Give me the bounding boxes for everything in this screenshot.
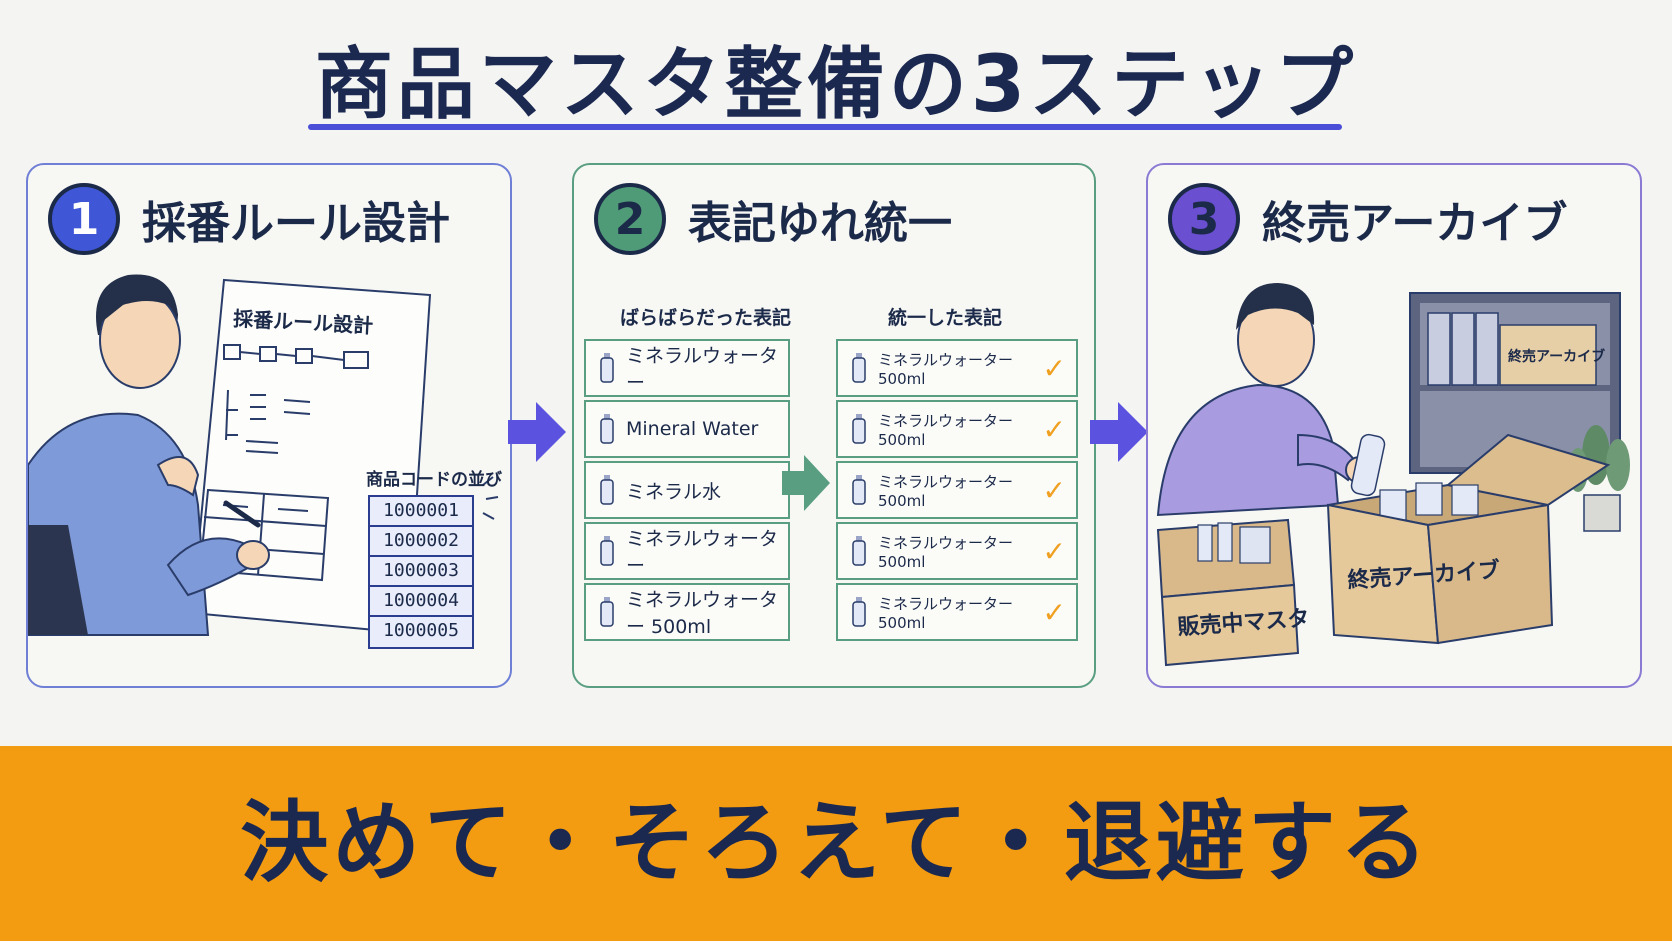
before-label: ばらばらだった表記 <box>620 307 792 329</box>
bottle-icon <box>600 475 614 505</box>
step-1-header: 1 採番ルール設計 <box>48 183 450 255</box>
check-icon: ✓ <box>1042 351 1066 385</box>
bottle-icon <box>600 414 614 444</box>
list-item: ミネラルウォーター <box>584 339 790 397</box>
bottle-icon <box>600 597 614 627</box>
code-item: 1000002 <box>370 527 472 557</box>
tagline: 決めて・そろえて・退避する <box>240 791 1432 894</box>
tagline-band: 決めて・そろえて・退避する <box>0 746 1672 941</box>
person-icon <box>28 274 270 636</box>
step-2-title: 表記ゆれ統一 <box>688 198 952 249</box>
step-1-number-badge: 1 <box>48 183 120 255</box>
step-3-title: 終売アーカイブ <box>1262 198 1568 249</box>
page-title: 商品マスタ整備の3ステップ <box>314 40 1358 130</box>
archive-box-icon: 終売アーカイブ <box>1326 433 1611 645</box>
list-item: ミネラルウォーター 500ml ✓ <box>836 461 1078 519</box>
sparkle-icon <box>482 476 499 520</box>
list-item: ミネラルウォーター 500ml ✓ <box>836 339 1078 397</box>
check-icon: ✓ <box>1042 534 1066 568</box>
after-item-text: ミネラルウォーター 500ml <box>878 533 1014 571</box>
step-3-header: 3 終売アーカイブ <box>1168 183 1567 255</box>
before-item-text: Mineral Water <box>626 418 759 440</box>
step-2-number-badge: 2 <box>594 183 666 255</box>
arrow-right-icon <box>1090 402 1148 462</box>
step-1-panel: 1 採番ルール設計 採番ルール設計 <box>26 163 512 688</box>
step-2-header: 2 表記ゆれ統一 <box>594 183 952 255</box>
after-item-text: ミネラルウォーター 500ml <box>878 594 1014 632</box>
list-item: ミネラルウォーター <box>584 522 790 580</box>
arrow-right-icon <box>508 402 566 462</box>
after-item-text: ミネラルウォーター 500ml <box>878 472 1014 510</box>
code-item: 1000001 <box>370 497 472 527</box>
step-1-title: 採番ルール設計 <box>142 198 450 249</box>
after-list: ミネラルウォーター 500ml ✓ ミネラルウォーター 500ml ✓ ミネラル… <box>836 339 1078 644</box>
active-master-box-icon: 販売中マスタ <box>1156 518 1310 667</box>
step-3-panel: 3 終売アーカイブ 終売アーカイブ <box>1146 163 1642 688</box>
bottle-icon <box>852 536 866 566</box>
step-3-illustration: 終売アーカイブ 販売中マスタ <box>1156 283 1630 667</box>
code-item: 1000005 <box>383 620 459 641</box>
after-label: 統一した表記 <box>888 307 1003 329</box>
list-item: ミネラルウォーター 500ml <box>584 583 790 641</box>
before-list: ミネラルウォーター Mineral Water ミネラル水 ミネラルウォーター … <box>584 339 790 644</box>
before-item-text: ミネラルウォーター <box>626 528 779 577</box>
step-3-number-badge: 3 <box>1168 183 1240 255</box>
bottle-icon <box>852 475 866 505</box>
list-item: ミネラルウォーター 500ml ✓ <box>836 583 1078 641</box>
code-item: 1000004 <box>370 587 472 617</box>
bottle-icon <box>600 536 614 566</box>
check-icon: ✓ <box>1042 473 1066 507</box>
list-item: ミネラル水 <box>584 461 790 519</box>
bottle-icon <box>852 597 866 627</box>
list-item: Mineral Water <box>584 400 790 458</box>
person-icon <box>1156 283 1386 517</box>
arrow-right-icon <box>782 455 830 511</box>
list-item: ミネラルウォーター 500ml ✓ <box>836 522 1078 580</box>
code-sequence-label: 商品コードの並び <box>366 470 502 490</box>
shelf-box-label: 終売アーカイブ <box>1508 348 1605 365</box>
check-icon: ✓ <box>1042 412 1066 446</box>
before-item-text: ミネラルウォーター <box>626 345 779 394</box>
list-item: ミネラルウォーター 500ml ✓ <box>836 400 1078 458</box>
step-2-panel: 2 表記ゆれ統一 ばらばらだった表記 統一した表記 ミネラルウォーター Mine… <box>572 163 1096 688</box>
title-underline <box>308 124 1342 130</box>
code-sequence-list: 1000001 1000002 1000003 1000004 1000005 <box>368 495 474 649</box>
bottle-icon <box>852 353 866 383</box>
after-item-text: ミネラルウォーター 500ml <box>878 350 1014 388</box>
bottle-icon <box>852 414 866 444</box>
before-item-text: ミネラル水 <box>626 480 722 503</box>
after-item-text: ミネラルウォーター 500ml <box>878 411 1014 449</box>
before-item-text: ミネラルウォーター 500ml <box>626 589 779 638</box>
bottle-icon <box>600 353 614 383</box>
check-icon: ✓ <box>1042 595 1066 629</box>
code-item: 1000003 <box>370 557 472 587</box>
